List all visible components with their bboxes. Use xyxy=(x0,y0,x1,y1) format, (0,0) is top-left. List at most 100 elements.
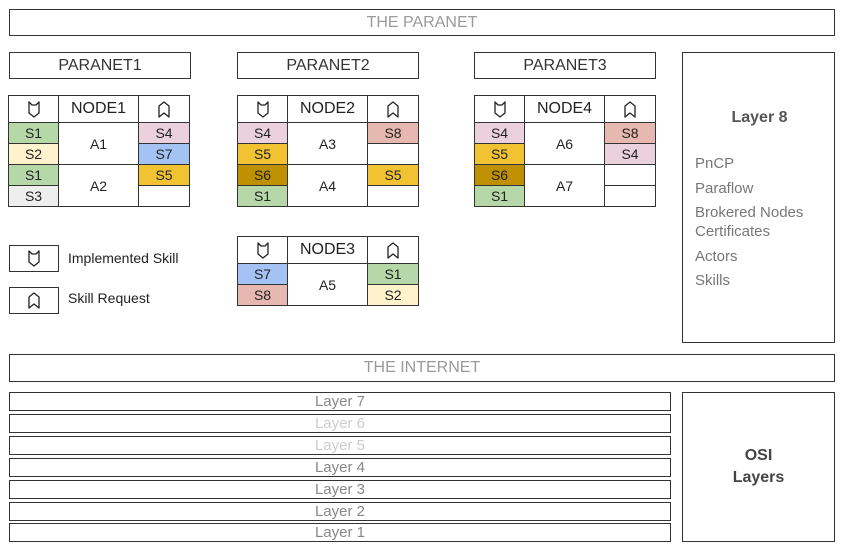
implemented-skill-icon xyxy=(256,100,269,118)
osi-layer-row: Layer 5 xyxy=(9,436,671,455)
agent-cell: A2 xyxy=(58,164,139,207)
implemented-skill-cell: S6 xyxy=(237,164,288,186)
request-header-cell xyxy=(367,95,419,123)
agent-cell: A1 xyxy=(58,122,139,165)
skill-request-icon xyxy=(387,241,399,259)
layer8-item-actors: Actors xyxy=(695,248,738,265)
osi-layer-label: Layer 1 xyxy=(314,524,366,541)
osi-layer-row: Layer 6 xyxy=(9,414,671,433)
implemented-header-cell xyxy=(474,95,525,123)
paranet2-label: PARANET2 xyxy=(286,56,370,74)
layer8-title: Layer 8 xyxy=(731,109,788,126)
implemented-skill-cell: S1 xyxy=(474,185,525,207)
layer8-item-paraflow: Paraflow xyxy=(695,180,754,197)
implemented-skill-icon xyxy=(27,100,40,118)
osi-title: OSI Layers xyxy=(733,445,785,489)
implemented-skill-cell: S1 xyxy=(8,122,59,144)
osi-layer-row: Layer 7 xyxy=(9,392,671,411)
layer8-item-certificates: Certificates xyxy=(695,223,771,240)
legend-request-box xyxy=(9,287,59,314)
skill-request-cell: S1 xyxy=(367,263,419,285)
skill-request-icon xyxy=(624,100,636,118)
skill-request-icon xyxy=(158,100,170,118)
osi-layer-label: Layer 5 xyxy=(314,437,366,454)
implemented-skill-cell: S3 xyxy=(8,185,59,207)
layer8-panel: Layer 8 PnCP Paraflow Brokered Nodes Cer… xyxy=(682,52,835,343)
internet-banner: THE INTERNET xyxy=(9,354,835,382)
skill-request-cell: S5 xyxy=(367,164,419,186)
osi-layer-label: Layer 4 xyxy=(314,459,366,476)
layer8-item-skills: Skills xyxy=(695,272,731,289)
implemented-header-cell xyxy=(237,236,288,264)
osi-title-line1: OSI xyxy=(744,447,773,464)
request-header-cell xyxy=(138,95,190,123)
node-name: NODE2 xyxy=(287,95,368,123)
implemented-skill-icon xyxy=(493,100,506,118)
implemented-skill-cell: S4 xyxy=(237,122,288,144)
paranet-banner-label: THE PARANET xyxy=(366,13,478,31)
skill-request-cell xyxy=(604,185,656,207)
implemented-header-cell xyxy=(8,95,59,123)
skill-request-icon xyxy=(387,100,399,118)
request-header-cell xyxy=(604,95,656,123)
skill-request-cell: S2 xyxy=(367,284,419,306)
skill-request-cell xyxy=(367,185,419,207)
agent-cell: A4 xyxy=(287,164,368,207)
skill-request-cell xyxy=(604,164,656,186)
osi-layer-row: Layer 3 xyxy=(9,480,671,499)
osi-title-line2: Layers xyxy=(732,469,785,486)
osi-layer-label: Layer 6 xyxy=(314,415,366,432)
internet-banner-label: THE INTERNET xyxy=(363,359,481,376)
implemented-skill-cell: S8 xyxy=(237,284,288,306)
implemented-skill-cell: S1 xyxy=(237,185,288,207)
paranet2-title: PARANET2 xyxy=(237,52,419,79)
skill-request-cell xyxy=(367,143,419,165)
implemented-skill-cell: S1 xyxy=(8,164,59,186)
paranet3-title: PARANET3 xyxy=(474,52,656,79)
layer8-item-pncp: PnCP xyxy=(695,155,735,172)
paranet-banner: THE PARANET xyxy=(9,9,835,36)
agent-cell: A3 xyxy=(287,122,368,165)
legend-implemented-label: Implemented Skill xyxy=(68,250,179,266)
agent-cell: A7 xyxy=(524,164,605,207)
layer8-item-brokered-nodes: Brokered Nodes xyxy=(695,204,804,221)
node-name: NODE4 xyxy=(524,95,605,123)
implemented-skill-cell: S5 xyxy=(474,143,525,165)
legend-request-label: Skill Request xyxy=(68,290,150,306)
implemented-skill-cell: S4 xyxy=(474,122,525,144)
skill-request-cell: S8 xyxy=(367,122,419,144)
node-name: NODE1 xyxy=(58,95,139,123)
implemented-skill-cell: S5 xyxy=(237,143,288,165)
osi-layer-label: Layer 7 xyxy=(314,393,366,410)
paranet1-title: PARANET1 xyxy=(9,52,191,79)
osi-layer-row: Layer 2 xyxy=(9,502,671,521)
legend-implemented-box xyxy=(9,245,59,272)
request-header-cell xyxy=(367,236,419,264)
implemented-skill-icon xyxy=(256,241,269,259)
implemented-skill-cell: S2 xyxy=(8,143,59,165)
implemented-skill-cell: S6 xyxy=(474,164,525,186)
skill-request-cell: S8 xyxy=(604,122,656,144)
skill-request-cell: S7 xyxy=(138,143,190,165)
osi-layer-row: Layer 1 xyxy=(9,523,671,542)
osi-layer-label: Layer 2 xyxy=(314,503,366,520)
implemented-skill-icon xyxy=(28,250,40,267)
osi-panel: OSI Layers xyxy=(682,392,835,542)
skill-request-cell xyxy=(138,185,190,207)
paranet3-label: PARANET3 xyxy=(523,56,607,74)
implemented-header-cell xyxy=(237,95,288,123)
skill-request-icon xyxy=(28,292,40,309)
agent-cell: A6 xyxy=(524,122,605,165)
agent-cell: A5 xyxy=(287,263,368,306)
skill-request-cell: S4 xyxy=(138,122,190,144)
node-name: NODE3 xyxy=(287,236,368,264)
osi-layer-row: Layer 4 xyxy=(9,458,671,477)
implemented-skill-cell: S7 xyxy=(237,263,288,285)
skill-request-cell: S5 xyxy=(138,164,190,186)
skill-request-cell: S4 xyxy=(604,143,656,165)
paranet1-label: PARANET1 xyxy=(58,56,142,74)
